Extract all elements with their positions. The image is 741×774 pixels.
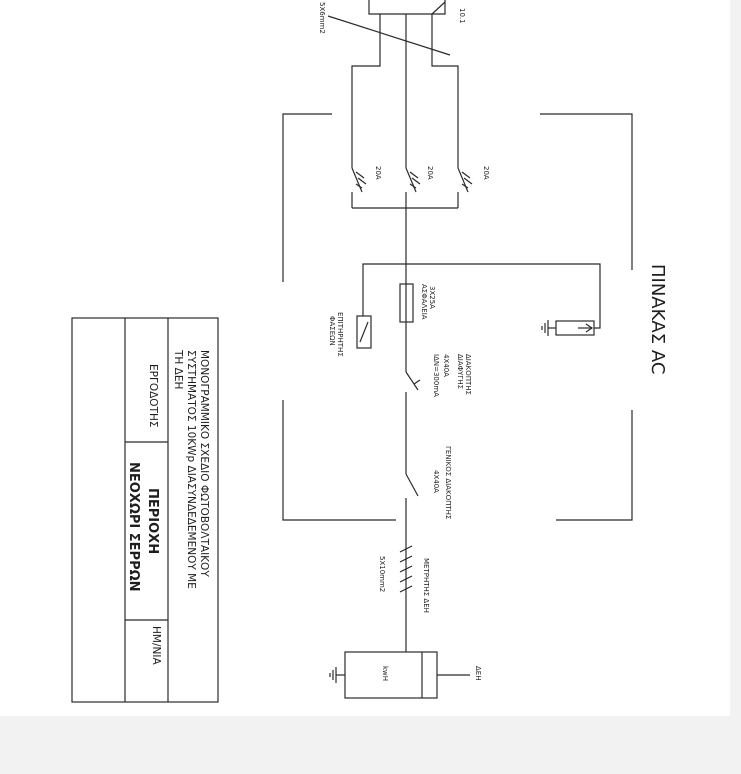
- residual-current-device: ΔΙΑΚΟΠΤΗΣ ΔΙΑΦΥΓΗΣ 4Χ40Α IΔΝ=300mA: [405, 354, 472, 474]
- drawing-sheet: [0, 0, 730, 716]
- cable-5x10: 5Χ10mm2: [378, 545, 413, 593]
- rcd-line2: ΔΙΑΦΥΓΗΣ: [456, 354, 464, 389]
- fuse: ΑΣΦΑΛΕΙΑ 3Χ25Α: [399, 283, 436, 323]
- meter-unit: kwH: [381, 666, 389, 681]
- breaker-right-rating: 20A: [482, 166, 490, 180]
- cable-slash: [327, 15, 451, 56]
- meter-title: ΜΕΤΡΗΤΗΣ ΔΕΗ: [422, 558, 430, 613]
- fuse-rating: 3Χ25Α: [428, 286, 436, 309]
- kwh-meter: kwH ΜΕΤΡΗΤΗΣ ΔΕΗ ΔΕΗ: [329, 558, 482, 699]
- fuse-title: ΑΣΦΑΛΕΙΑ: [420, 284, 428, 320]
- inverter-label: 10.1: [458, 8, 466, 24]
- panel-title: ΠΙΝΑΚΑΣ AC: [647, 264, 668, 374]
- rcd-line1: ΔΙΑΚΟΠΤΗΣ: [464, 354, 472, 395]
- area-label: ΠΕΡΙΟΧΗ: [145, 488, 160, 554]
- grid-label: ΔΕΗ: [474, 666, 482, 680]
- phase-monitor-line1: ΕΠΙΤΗΡΗΤΗΣ: [336, 312, 344, 357]
- rcd-line3: 4Χ40Α: [442, 354, 450, 377]
- phase-monitor: ΕΠΙΤΗΡΗΤΗΣ ΦΑΣΕΩΝ: [328, 312, 372, 357]
- date-label: ΗΜ/ΝΙΑ: [150, 626, 162, 665]
- phase-lines-top: [351, 14, 459, 160]
- phase-monitor-wire: [362, 263, 406, 316]
- breaker-center-rating: 20A: [426, 166, 434, 180]
- phase-monitor-line2: ΦΑΣΕΩΝ: [328, 316, 336, 346]
- title-description-line1: ΜΟΝΟΓΡΑΜΜΙΚΟ ΣΧΕΔΙΟ ΦΩΤΟΒΟΛΤΑΙΚΟΥ: [198, 350, 210, 577]
- surge-arrester: [541, 320, 595, 336]
- client-label: ΕΡΓΟΔΟΤΗΣ: [147, 364, 159, 427]
- title-description-line2: ΣΥΣΤΗΜΑΤΟΣ 10ΚWp ΔΙΑΣΥΝΔΕΔΕΜΕΝΟΥ ΜΕ: [185, 350, 197, 589]
- top-cable-label: 5Χ6mm2: [318, 2, 326, 34]
- breaker-right: 20A: [457, 160, 490, 208]
- breaker-left: 20A: [351, 160, 382, 208]
- title-block: ΜΟΝΟΓΡΑΜΜΙΚΟ ΣΧΕΔΙΟ ΦΩΤΟΒΟΛΤΑΙΚΟΥ ΣΥΣΤΗΜ…: [71, 317, 219, 703]
- area-value: ΝΕΟΧΩΡΙ ΣΕΡΡΩΝ: [126, 462, 141, 592]
- rcd-line4: IΔΝ=300mA: [432, 354, 440, 397]
- breaker-center: 20A: [405, 160, 434, 208]
- main-switch-line1: ΓΕΝΙΚΟΣ ΔΙΑΚΟΠΤΗΣ: [444, 446, 452, 519]
- inverter-block: 5Χ6mm2 10.1: [318, 0, 466, 56]
- breaker-left-rating: 20A: [374, 166, 382, 180]
- surge-arrester-wire: [406, 263, 601, 329]
- bottom-cable-label: 5Χ10mm2: [378, 556, 386, 592]
- main-switch-line2: 4Χ40Α: [432, 470, 440, 493]
- title-description-line3: ΤΗ ΔΕΗ: [172, 349, 184, 389]
- panel-border: ΠΙΝΑΚΑΣ AC: [282, 113, 668, 521]
